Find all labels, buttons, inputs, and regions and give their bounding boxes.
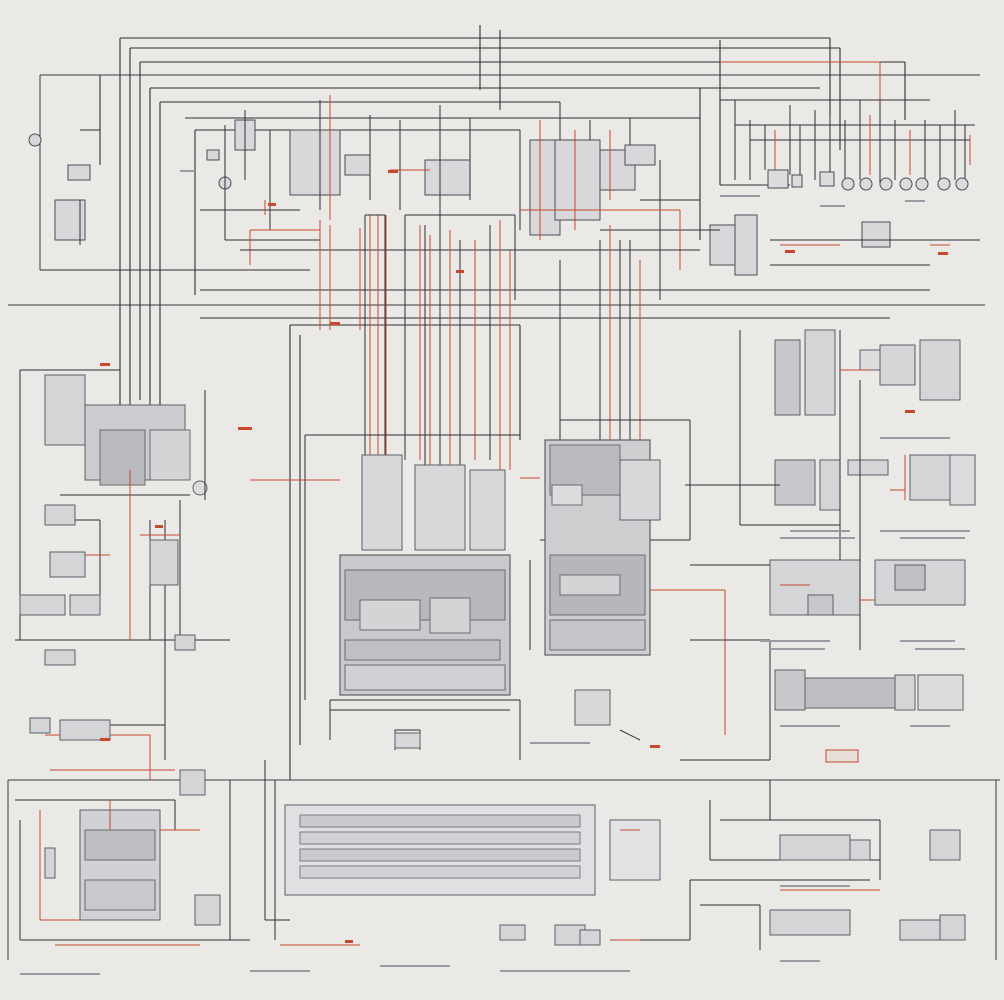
central-dark-trunks: [304, 214, 691, 700]
middle-bus: [200, 249, 930, 780]
right-module-red: [780, 369, 906, 601]
upper-left-red: [249, 95, 430, 265]
left-module-upper: [44, 374, 208, 496]
left-module-small-parts: [19, 504, 196, 741]
top-right-gauges: [767, 169, 969, 191]
small-relay: [394, 732, 421, 749]
upper-right-red: [520, 120, 950, 270]
central-cabinet-right: [544, 439, 661, 726]
central-red-trunks: [250, 215, 726, 735]
label-strips: [20, 170, 970, 975]
right-module-stack: [769, 329, 976, 763]
bottom-left-module: [44, 769, 221, 926]
upper-left-wires: [40, 100, 471, 271]
bottom-red: [39, 769, 880, 946]
upper-right-cluster: [529, 139, 891, 276]
top-right-drops: [720, 99, 975, 185]
bottom-right-parts: [499, 829, 966, 946]
upper-right-wires: [519, 102, 980, 300]
right-module-wires: [680, 330, 861, 761]
upper-left-cluster: [28, 119, 471, 241]
bottom-long-panel: [284, 804, 661, 896]
red-markers: [100, 170, 948, 943]
top-bus-dark: [80, 25, 906, 440]
frame-lines: [7, 74, 1000, 960]
central-cabinet-left: [339, 454, 511, 696]
top-right-red-drops: [720, 61, 971, 175]
